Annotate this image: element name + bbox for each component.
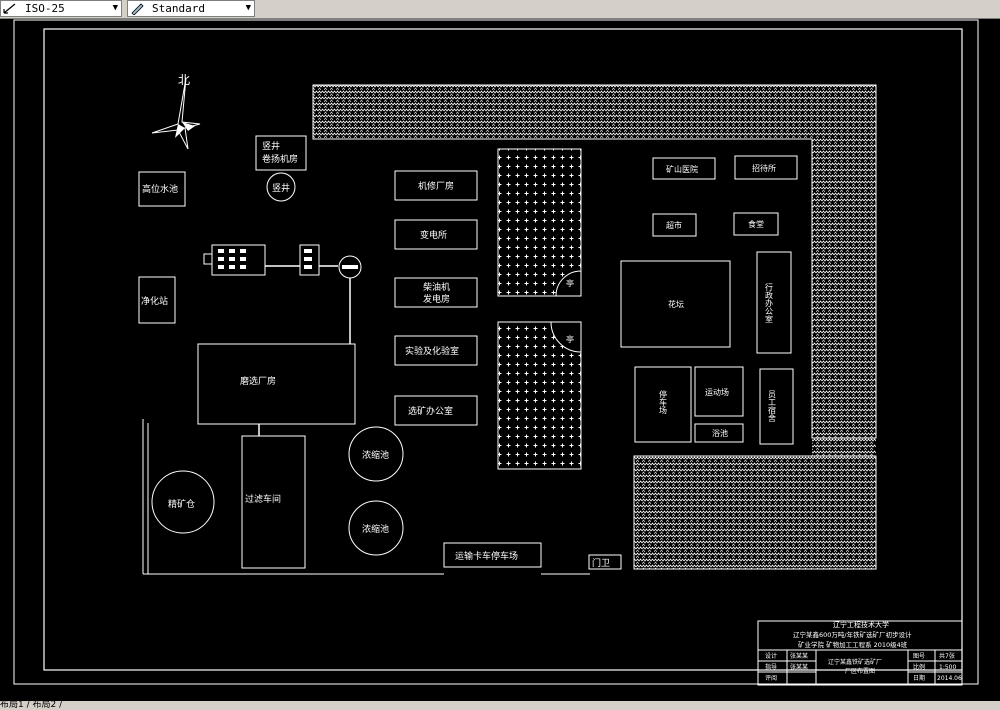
hatched-greenbelt-top	[312, 84, 877, 439]
text-style-combo[interactable]: Standard ▼	[127, 0, 255, 17]
filter-label: 过滤车间	[245, 493, 281, 505]
layout-tabs[interactable]: 布局1 / 布局2 /	[0, 701, 63, 710]
shaft-hoist-label-2: 卷扬机房	[262, 153, 298, 165]
concentrate-bin[interactable]	[151, 470, 215, 534]
hospital-label: 矿山医院	[666, 164, 698, 174]
svg-text:行政办公室: 行政办公室	[765, 282, 774, 323]
text-style-icon	[131, 3, 144, 15]
shaft[interactable]	[266, 172, 296, 202]
grinding-plant[interactable]	[197, 343, 356, 425]
dorm-label: 员工宿舍	[768, 390, 777, 423]
tb-meta-3-value: 2014.06	[937, 675, 962, 682]
shaft-label: 竖井	[272, 182, 290, 194]
gate-house[interactable]	[588, 554, 622, 570]
bath-label: 浴池	[712, 428, 728, 438]
svg-text:员工宿舍: 员工宿舍	[768, 390, 777, 423]
thickener1-label: 浓缩池	[362, 449, 389, 461]
title-project: 辽宁某鑫600万吨/年铁矿选矿厂初步设计	[793, 630, 912, 639]
truck-parking-label: 运输卡车停车场	[455, 550, 518, 562]
shaft-hoist-room[interactable]	[255, 135, 307, 171]
truck-parking[interactable]	[443, 542, 542, 568]
canteen[interactable]	[733, 212, 779, 236]
dimension-style-combo[interactable]: ISO-25 ▼	[0, 0, 122, 17]
title-block	[757, 620, 963, 686]
lab-label: 实验及化验室	[405, 345, 459, 357]
supermarket-label: 超市	[666, 220, 682, 230]
purify-label: 净化站	[141, 295, 168, 307]
inner-frame	[43, 28, 963, 671]
tb-meta-1-value: 共7张	[939, 652, 955, 660]
layout-tabs-bar[interactable]: 布局1 / 布局2 /	[0, 701, 1000, 710]
machine-repair-plant[interactable]	[394, 170, 478, 201]
grinding-label: 磨选厂房	[240, 375, 276, 387]
guesthouse[interactable]	[734, 155, 798, 180]
pavilion-1[interactable]	[555, 270, 582, 297]
concentrate-label: 精矿仓	[168, 498, 195, 510]
dressing-office[interactable]	[394, 395, 478, 426]
filter-workshop[interactable]	[241, 435, 306, 569]
garden-label: 花坛	[668, 299, 684, 309]
machine-repair-label: 机修厂房	[418, 180, 454, 192]
sports-label: 运动场	[705, 387, 729, 397]
tb-meta-1-label: 图号	[913, 653, 925, 660]
flower-bed[interactable]	[620, 260, 731, 348]
pavilion-2[interactable]	[550, 321, 582, 353]
pavilion1-label: 亭	[566, 278, 574, 288]
dressing-office-label: 选矿办公室	[408, 405, 453, 417]
high-water-pool[interactable]	[138, 171, 186, 207]
tb-review-label: 评阅	[765, 674, 777, 682]
chevron-down-icon[interactable]: ▼	[112, 3, 118, 13]
green-area-1	[497, 148, 582, 297]
tb-guide-name: 张某某	[790, 663, 808, 671]
tb-drawing-name-2: 厂区布置图	[845, 667, 875, 675]
staff-dormitory[interactable]	[759, 368, 794, 445]
thickener-2[interactable]	[348, 500, 404, 556]
supermarket[interactable]	[652, 213, 697, 237]
dimension-style-icon	[3, 3, 16, 14]
purification-station[interactable]	[138, 276, 176, 324]
parking-lot[interactable]	[634, 366, 692, 443]
dimension-style-value: ISO-25	[25, 2, 65, 15]
site-boundary	[142, 419, 590, 575]
tb-meta-2-label: 比例	[913, 663, 925, 671]
laboratory[interactable]	[394, 335, 478, 366]
drawing-canvas[interactable]: 北 竖井 卷扬机房 竖井 高位水池 净化站 磨选厂房 过滤车间 精矿仓 浓缩池 …	[0, 18, 1000, 701]
thickener2-label: 浓缩池	[362, 523, 389, 535]
properties-toolbar: ISO-25 ▼ Standard ▼	[0, 0, 1000, 19]
conveyor-line	[203, 244, 362, 436]
north-arrow-icon: 北	[151, 73, 201, 150]
thickener-1[interactable]	[348, 426, 404, 482]
diesel-label-2: 发电房	[423, 293, 450, 305]
title-class: 矿业学院 矿物加工工程系 2010级4班	[798, 640, 908, 649]
diesel-generator-room[interactable]	[394, 277, 478, 308]
chevron-down-icon[interactable]: ▼	[245, 3, 251, 13]
shaft-hoist-label-1: 竖井	[262, 140, 280, 152]
mine-hospital[interactable]	[652, 157, 716, 180]
sports-field[interactable]	[694, 366, 744, 417]
substation[interactable]	[394, 219, 478, 250]
svg-text:停车场: 停车场	[659, 389, 668, 415]
tb-guide-label: 指导	[765, 663, 777, 671]
guesthouse-label: 招待所	[752, 163, 776, 173]
tb-design-name: 张某某	[790, 652, 808, 660]
substation-label: 变电所	[420, 229, 447, 241]
tb-drawing-name-1: 辽宁某鑫铁矿选矿厂	[828, 658, 882, 666]
tb-design-label: 设计	[765, 652, 777, 660]
canteen-label: 食堂	[748, 219, 764, 229]
pavilion2-label: 亭	[566, 334, 574, 344]
north-label: 北	[178, 73, 190, 87]
text-style-value: Standard	[152, 2, 205, 15]
parking-label: 停车场	[659, 389, 668, 415]
admin-office[interactable]	[756, 251, 792, 354]
diesel-label-1: 柴油机	[423, 281, 450, 293]
gate-label: 门卫	[592, 557, 610, 569]
admin-label: 行政办公室	[765, 282, 774, 323]
tb-meta-3-label: 日期	[913, 674, 925, 682]
hatched-greenbelt-bottom	[633, 455, 877, 570]
bathhouse[interactable]	[694, 423, 744, 443]
title-school: 辽宁工程技术大学	[833, 620, 889, 629]
tb-meta-2-value: 1:500	[939, 664, 956, 671]
high-pool-label: 高位水池	[142, 183, 178, 195]
outer-frame	[13, 19, 979, 685]
